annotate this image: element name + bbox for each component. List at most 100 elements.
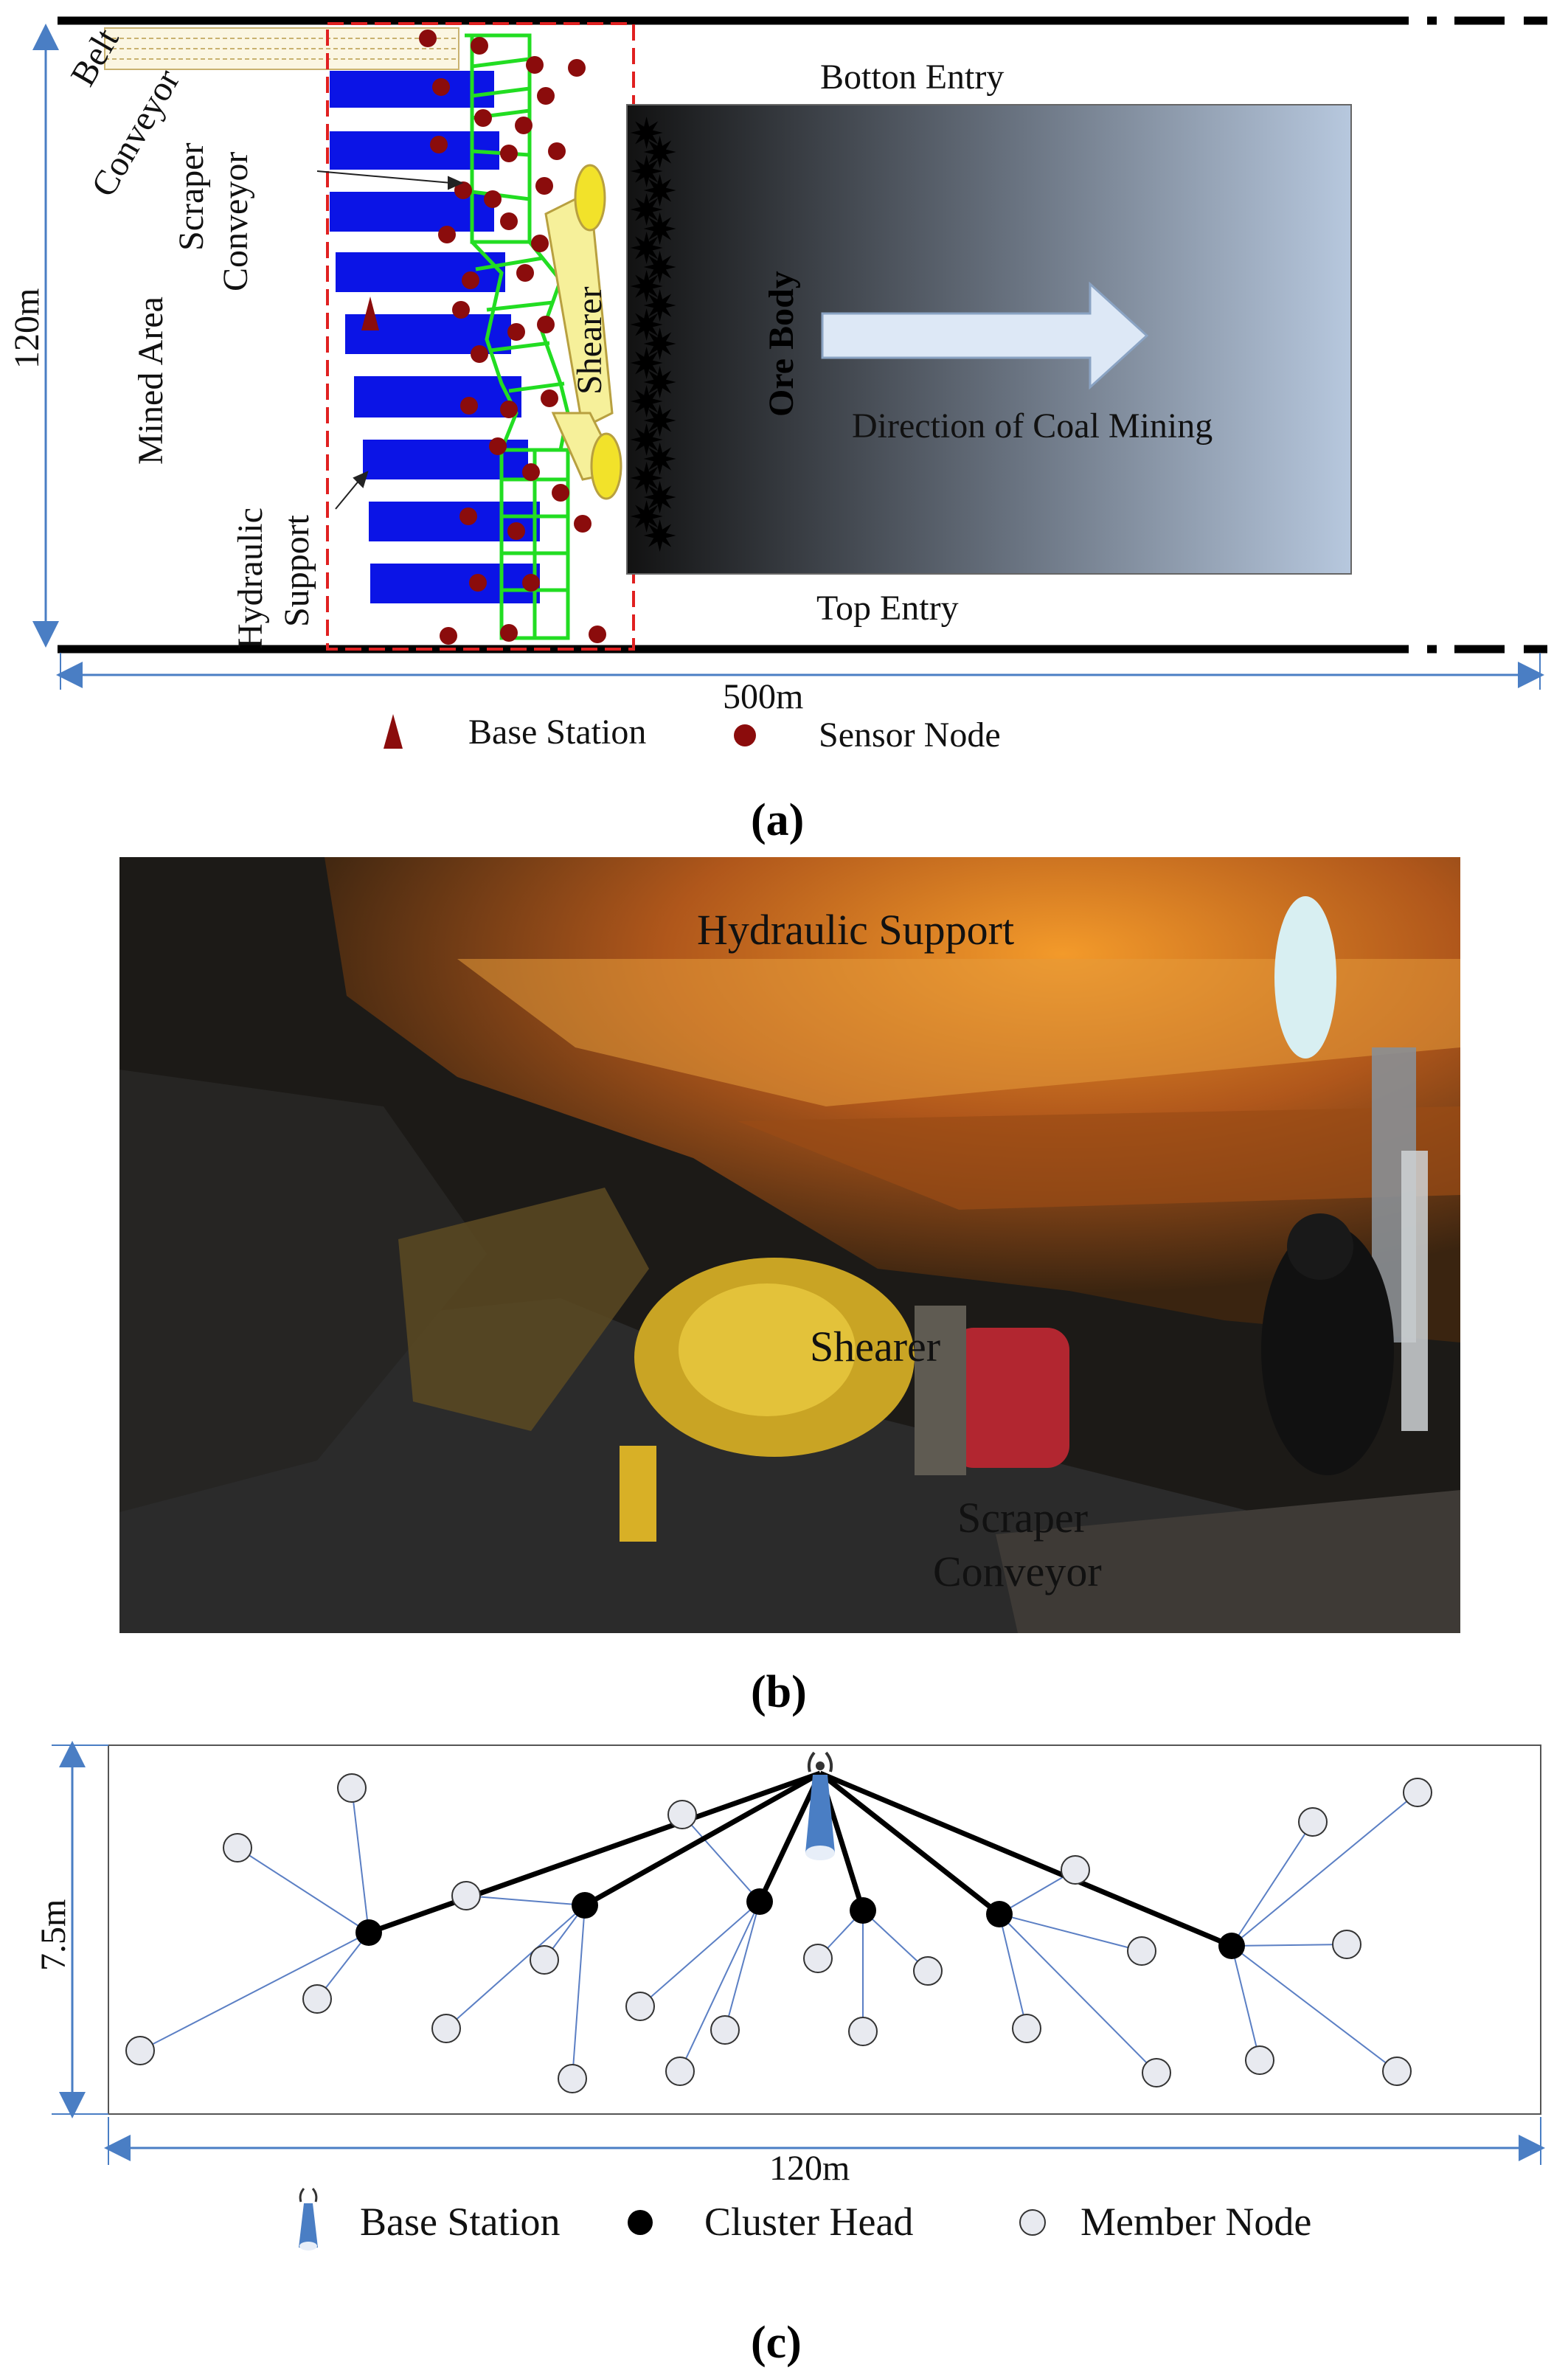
sensor-node: [471, 345, 488, 363]
photo-hydraulic-support-label: Hydraulic Support: [697, 906, 1014, 954]
member-node: [710, 2015, 740, 2045]
sensor-node: [469, 574, 487, 592]
shearer: [544, 164, 622, 500]
sensor-node: [568, 59, 586, 77]
hydraulic-label: Hydraulic: [231, 507, 270, 649]
member-link: [999, 1913, 1142, 1952]
sensor-node: [454, 181, 472, 199]
base-station-antenna: [805, 1751, 835, 1860]
member-link: [999, 1913, 1157, 2073]
sensor-node: [489, 437, 507, 455]
member-node: [302, 1984, 332, 2014]
cluster-head-node: [986, 1901, 1013, 1927]
width-500m-label: 500m: [723, 677, 803, 716]
cluster-head-node: [355, 1919, 382, 1946]
sensor-node: [459, 507, 477, 525]
caption-b: (b): [751, 1667, 807, 1717]
cut-star-mark: [630, 232, 663, 264]
sensor-node: [484, 190, 502, 208]
sensor-node: [574, 515, 592, 533]
height-120m-label: 120m: [7, 288, 46, 369]
cut-star-mark: [643, 289, 676, 322]
network-height-label: 7.5m: [34, 1899, 73, 1971]
member-node: [1127, 1936, 1156, 1966]
sensor-node: [537, 316, 555, 333]
sensor-node: [474, 109, 492, 127]
sensor-node: [537, 87, 555, 105]
cut-star-mark: [643, 328, 676, 360]
member-node: [667, 1800, 697, 1829]
sensor-node: [440, 627, 457, 645]
cut-star-mark: [643, 481, 676, 513]
sensor-node: [522, 574, 540, 592]
caption-c: (c): [751, 2318, 802, 2368]
scraper-label: Scraper: [172, 142, 211, 251]
sensor-node: [526, 56, 544, 74]
cut-star-mark: [643, 366, 676, 398]
cut-star-mark: [630, 193, 663, 226]
cluster-heads: [355, 1888, 1245, 1959]
mined-area-label: Mined Area: [131, 297, 170, 465]
cluster-head-link: [819, 1770, 1233, 1949]
sensor-node: [541, 389, 558, 407]
cut-star-mark: [630, 155, 663, 187]
legend-base-station-icon: [384, 714, 403, 749]
cluster-head-node: [746, 1888, 773, 1915]
sensor-node: [507, 522, 525, 540]
legend-member-node-label: Member Node: [1080, 2200, 1311, 2244]
panel-b: Hydraulic Support Shearer Scraper Convey…: [119, 857, 1460, 1717]
cluster-head-node: [572, 1892, 598, 1919]
cut-star-mark: [630, 462, 663, 494]
coal-face-cut-marks: [630, 117, 676, 552]
member-link: [999, 1913, 1027, 2029]
member-node: [223, 1833, 252, 1863]
member-link: [679, 1901, 760, 2072]
member-node: [558, 2064, 587, 2093]
sensor-node: [507, 323, 525, 341]
cut-star-mark: [643, 519, 676, 552]
sensor-node: [432, 78, 450, 96]
sensor-node: [452, 301, 470, 319]
member-nodes: [125, 1773, 1432, 2093]
scraper-conveyor-label: Conveyor: [216, 152, 255, 291]
sensor-node: [438, 226, 456, 243]
cluster-head-link: [818, 1771, 1002, 1916]
shearer-drum-bottom: [590, 432, 622, 500]
top-entry-label: Top Entry: [816, 589, 959, 628]
belt-conveyor: [104, 27, 459, 70]
sensor-node: [535, 177, 553, 195]
shearer-drum-top: [574, 164, 606, 232]
sensor-node: [548, 142, 566, 160]
cut-star-mark: [643, 174, 676, 207]
sensor-node: [462, 271, 479, 289]
caption-a: (a): [751, 795, 804, 845]
sensor-node: [471, 37, 488, 55]
cut-star-mark: [643, 443, 676, 475]
network-width-label: 120m: [769, 2149, 850, 2188]
cut-star-mark: [643, 404, 676, 437]
cut-star-mark: [630, 117, 663, 149]
member-link: [1231, 1945, 1260, 2061]
sensor-node: [516, 264, 534, 282]
member-link: [445, 1905, 586, 2029]
cluster-head-link: [757, 1772, 823, 1903]
panel-a: Botton Entry Top Entry Belt Conveyor Scr…: [7, 16, 1547, 845]
member-link: [1231, 1821, 1314, 1947]
member-node: [1403, 1778, 1432, 1807]
cluster-head-links: [367, 1770, 1233, 1949]
callout-lines: [316, 170, 464, 510]
sensor-node: [589, 626, 606, 643]
member-node: [125, 2036, 155, 2065]
legend-sensor-node-icon: [734, 724, 756, 746]
direction-label: Direction of Coal Mining: [852, 406, 1213, 446]
mine-photo: [119, 857, 1460, 1633]
cut-star-mark: [643, 136, 676, 168]
member-link: [681, 1814, 760, 1902]
member-node: [1245, 2045, 1274, 2075]
member-node: [848, 2017, 878, 2046]
support-label: Support: [277, 514, 316, 627]
cluster-head-link: [367, 1770, 822, 1936]
member-node: [1332, 1930, 1361, 1959]
sensor-node: [430, 136, 448, 153]
photo-conveyor-label: Conveyor: [933, 1548, 1102, 1595]
